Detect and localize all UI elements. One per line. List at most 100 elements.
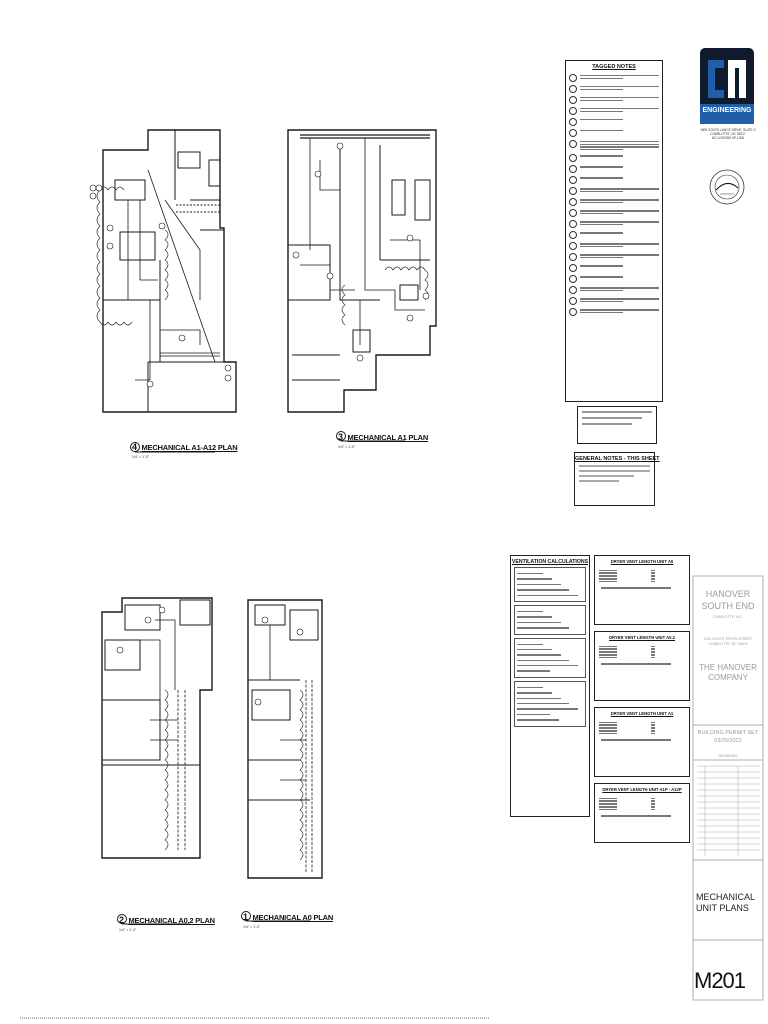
dryer-vent-row bbox=[595, 802, 689, 805]
note-text-lines bbox=[580, 308, 659, 314]
dryer-vent-footnote bbox=[601, 663, 671, 665]
plan-number: 2 bbox=[119, 915, 125, 925]
plan-title-text: MECHANICAL A0 PLAN bbox=[252, 913, 334, 922]
tagged-notes-box: TAGGED NOTES bbox=[565, 60, 663, 402]
tagged-note bbox=[569, 176, 659, 185]
ventilation-sections bbox=[511, 567, 589, 727]
tagged-note bbox=[569, 85, 659, 93]
note-text-lines bbox=[580, 176, 659, 180]
calc-line bbox=[517, 692, 552, 694]
row-label-line bbox=[599, 654, 617, 656]
row-value-line bbox=[651, 803, 655, 805]
row-label-line bbox=[599, 651, 617, 653]
note-line bbox=[580, 77, 624, 79]
note-line bbox=[580, 298, 659, 300]
plan-a1-clouds bbox=[341, 266, 429, 326]
tagged-note bbox=[569, 297, 659, 306]
note-number-bubble bbox=[569, 297, 577, 306]
dryer-vent-footnote bbox=[601, 815, 671, 817]
calc-line bbox=[517, 589, 570, 591]
section-markers bbox=[117, 431, 405, 925]
note-line bbox=[580, 88, 624, 90]
note-text-lines bbox=[580, 96, 659, 102]
project-address: 2011 SOUTH TRYON STREET CHARLOTTE, NC 28… bbox=[693, 637, 763, 647]
tagged-note bbox=[569, 308, 659, 317]
project-name-line1: HANOVER bbox=[705, 589, 751, 599]
calc-line bbox=[517, 621, 561, 624]
plan-a2-ductwork bbox=[140, 619, 186, 850]
dryer-vent-row bbox=[595, 720, 689, 723]
note-number-bubble bbox=[569, 129, 577, 137]
note-number-bubble bbox=[569, 242, 577, 251]
dryer-vent-row bbox=[595, 577, 689, 580]
calc-line bbox=[517, 713, 550, 716]
firm-license: NC LICENSE #P-1306 bbox=[711, 136, 745, 140]
note-text-lines bbox=[580, 231, 659, 235]
tagged-note bbox=[569, 275, 659, 284]
note-text-lines bbox=[580, 253, 659, 259]
note-number-bubble bbox=[569, 220, 577, 229]
note-line bbox=[580, 276, 624, 278]
note-number-bubble bbox=[569, 264, 577, 273]
project-city: CHARLOTTE, N.C. bbox=[712, 615, 744, 619]
row-value-line bbox=[651, 657, 655, 659]
row-value-line bbox=[651, 733, 655, 735]
note-line bbox=[579, 475, 634, 477]
tagged-notes-title: TAGGED NOTES bbox=[592, 64, 636, 70]
ventilation-section bbox=[514, 637, 586, 678]
issue-info: BUILDING PERMIT SET 03/25/2022 bbox=[693, 729, 763, 745]
row-value-line bbox=[651, 724, 655, 726]
calc-line bbox=[517, 573, 544, 575]
dryer-vent-footnote bbox=[601, 739, 671, 741]
dryer-vent-box: DRYER VENT LENGTH UNIT A0 bbox=[594, 555, 690, 625]
note-line bbox=[580, 201, 624, 204]
note-line bbox=[580, 223, 624, 226]
plan-scale: 1/4" = 1'-0" bbox=[119, 928, 137, 932]
dryer-vent-title: DRYER VENT LENGTH UNIT A0.2 bbox=[609, 635, 675, 640]
note-text-lines bbox=[580, 286, 659, 292]
note-text-lines bbox=[580, 198, 659, 204]
calc-line bbox=[517, 578, 552, 580]
calc-line bbox=[517, 594, 578, 596]
note-line bbox=[580, 188, 659, 190]
plan-a1-a12-ductwork bbox=[127, 169, 216, 381]
row-label-line bbox=[599, 727, 617, 729]
tagged-note bbox=[569, 264, 659, 273]
dryer-vent-row bbox=[595, 726, 689, 729]
note-line bbox=[579, 465, 650, 467]
seal-icon bbox=[709, 169, 745, 205]
note-line bbox=[580, 190, 624, 193]
note-number-bubble bbox=[569, 74, 577, 82]
sheet-number: M201 bbox=[694, 968, 746, 993]
firm-info: 1809 SOUTH LANCE DRIVE, SUITE G CHARLOTT… bbox=[692, 128, 764, 140]
note-line bbox=[580, 265, 624, 267]
note-line bbox=[580, 86, 659, 88]
note-number-bubble bbox=[569, 187, 577, 196]
note-line bbox=[580, 221, 659, 223]
dryer-vent-row bbox=[595, 799, 689, 802]
dryer-vent-row bbox=[595, 653, 689, 656]
plan-a1-a12-walls bbox=[102, 129, 237, 413]
row-value-line bbox=[651, 806, 655, 808]
client-name-line1: THE HANOVER bbox=[699, 663, 757, 672]
calc-line bbox=[517, 665, 578, 667]
note-number-bubble bbox=[569, 198, 577, 207]
cm-logo-icon bbox=[700, 48, 754, 124]
tagged-note bbox=[569, 107, 659, 115]
calc-line bbox=[517, 654, 561, 656]
dryer-vent-row bbox=[595, 796, 689, 799]
note-line bbox=[580, 289, 624, 292]
tagged-note bbox=[569, 74, 659, 82]
note-line bbox=[579, 470, 650, 472]
note-line bbox=[580, 119, 624, 121]
calc-line bbox=[517, 659, 570, 662]
ventilation-box: VENTILATION CALCULATIONS bbox=[510, 555, 590, 817]
row-label-line bbox=[599, 806, 617, 808]
note-line bbox=[582, 411, 652, 413]
ventilation-section bbox=[514, 604, 586, 635]
dryer-vent-row bbox=[595, 723, 689, 726]
client-name-line2: COMPANY bbox=[708, 673, 748, 682]
note-text-lines bbox=[580, 242, 659, 248]
title-block-frame bbox=[692, 575, 764, 1001]
